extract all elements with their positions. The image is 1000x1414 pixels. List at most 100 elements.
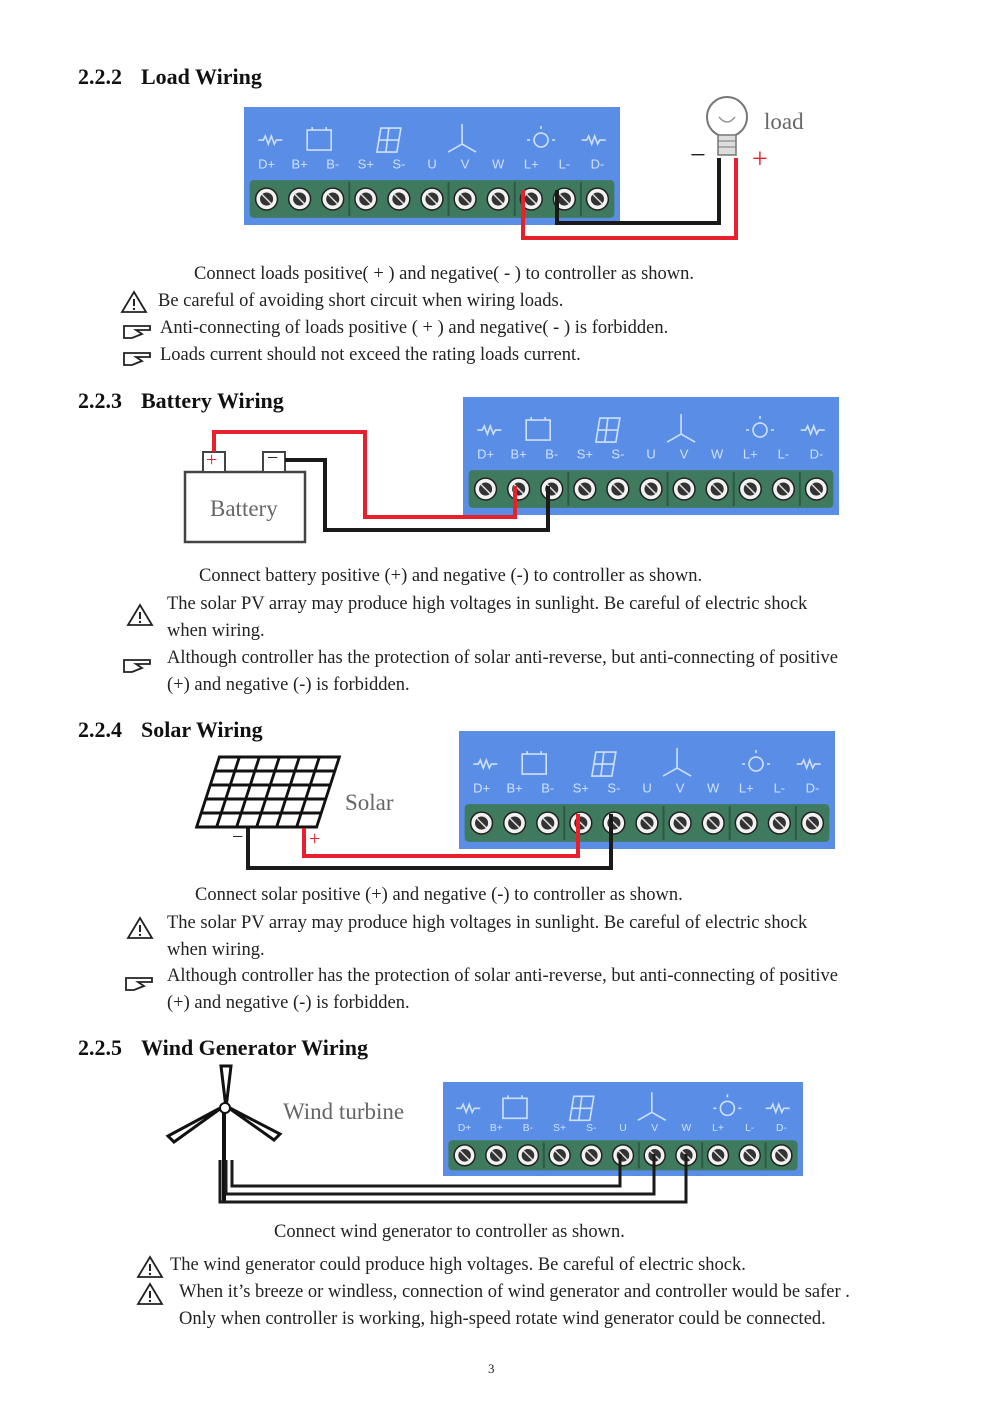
screw-terminal[interactable]: [573, 477, 597, 501]
lamp-icon: [527, 126, 556, 148]
section-title: Battery Wiring: [141, 388, 284, 413]
lamp-icon: [742, 750, 771, 772]
solar-wiring-diagram: [194, 755, 613, 870]
screw-terminal[interactable]: [486, 187, 510, 211]
note-line: Although controller has the protection o…: [167, 966, 838, 986]
solar-label: Solar: [345, 790, 394, 815]
screw-terminal[interactable]: [420, 187, 444, 211]
screw-terminal[interactable]: [519, 187, 543, 211]
resistor-icon: [796, 757, 821, 771]
warning-icon: [136, 1282, 164, 1305]
note-line: Be careful of avoiding short circuit whe…: [158, 291, 564, 311]
terminal-label: S+: [573, 780, 589, 795]
screw-terminal[interactable]: [354, 187, 378, 211]
screw-terminal[interactable]: [502, 811, 527, 835]
battery-icon: [502, 1095, 528, 1120]
screw-terminal[interactable]: [705, 477, 729, 501]
screw-terminal[interactable]: [387, 187, 411, 211]
terminal-label: S+: [553, 1123, 566, 1134]
screw-terminal[interactable]: [767, 811, 792, 835]
resistor-icon: [456, 1102, 481, 1115]
screw-terminal[interactable]: [548, 1144, 571, 1167]
terminal-label: S-: [611, 446, 624, 461]
screw-terminal[interactable]: [287, 187, 312, 211]
screw-terminal[interactable]: [606, 477, 630, 501]
battery-negative-sign: −: [267, 447, 279, 469]
section-title: Solar Wiring: [141, 717, 263, 742]
warning-icon: [136, 1255, 164, 1278]
terminal-label: B+: [292, 156, 308, 171]
terminal-label: L-: [559, 156, 571, 171]
terminal-label: V: [461, 156, 470, 171]
resistor-icon: [258, 133, 283, 147]
screw-terminal[interactable]: [611, 1144, 635, 1167]
lamp-icon: [713, 1094, 742, 1117]
terminal-label: W: [711, 446, 724, 461]
resistor-icon: [477, 423, 502, 437]
terminal-label: V: [651, 1123, 658, 1134]
screw-terminal[interactable]: [639, 477, 663, 501]
screw-terminal[interactable]: [635, 811, 659, 835]
battery-positive-sign: +: [206, 449, 218, 471]
solar-intro-text: Connect solar positive (+) and negative …: [195, 885, 683, 905]
terminal-label: D+: [477, 446, 494, 461]
screw-terminal[interactable]: [485, 1144, 508, 1167]
pointing-hand-icon: [125, 977, 153, 991]
load-negative-sign: −: [690, 140, 706, 171]
pointing-hand-icon: [123, 659, 151, 673]
resistor-icon: [581, 133, 606, 147]
screw-terminal[interactable]: [473, 477, 498, 501]
note-line: when wiring.: [167, 940, 265, 960]
screw-terminal[interactable]: [706, 1144, 730, 1167]
note-line: Although controller has the protection o…: [167, 648, 838, 668]
screw-terminal[interactable]: [738, 1144, 761, 1167]
screw-terminal[interactable]: [536, 811, 560, 835]
terminal-label: L+: [739, 780, 754, 795]
load-positive-sign: +: [752, 144, 768, 175]
screw-terminal[interactable]: [800, 811, 825, 835]
terminal-label: U: [642, 780, 651, 795]
screw-terminal[interactable]: [738, 477, 762, 501]
terminal-label: U: [619, 1123, 626, 1134]
terminal-label: D+: [473, 780, 490, 795]
battery-icon: [525, 417, 552, 441]
battery-wiring-diagram: [183, 430, 550, 544]
wind-intro-text: Connect wind generator to controller as …: [274, 1222, 625, 1242]
load-wires: [521, 158, 738, 240]
screw-terminal[interactable]: [516, 1144, 540, 1167]
screw-terminal[interactable]: [771, 477, 796, 501]
screw-terminal[interactable]: [469, 811, 494, 835]
screw-terminal[interactable]: [672, 477, 696, 501]
solar-panel-icon: [568, 1095, 595, 1122]
terminal-label: B-: [541, 780, 554, 795]
terminal-label: D-: [591, 156, 605, 171]
terminal-label: D+: [458, 1123, 472, 1134]
wind-turbine-icon: [637, 1092, 667, 1122]
wind-turbine-icon: [447, 124, 477, 153]
screw-terminal[interactable]: [701, 811, 725, 835]
screw-terminal[interactable]: [453, 187, 477, 211]
screw-terminal[interactable]: [770, 1144, 793, 1167]
note-line: Anti-connecting of loads positive ( + ) …: [160, 318, 669, 338]
terminal-label: B+: [490, 1123, 503, 1134]
screw-terminal[interactable]: [585, 187, 610, 211]
battery-icon: [306, 127, 333, 151]
screw-terminal[interactable]: [668, 811, 692, 835]
page-number: 3: [488, 1361, 495, 1376]
battery-icon: [521, 751, 548, 775]
screw-terminal[interactable]: [734, 811, 758, 835]
warning-icon: [126, 916, 154, 939]
screw-terminal[interactable]: [321, 187, 345, 211]
screw-terminal[interactable]: [804, 477, 829, 501]
screw-terminal[interactable]: [453, 1144, 476, 1167]
note-line: when wiring.: [167, 621, 265, 641]
note-line: The wind generator could produce high vo…: [170, 1255, 746, 1275]
section-number: 2.2.2: [78, 64, 122, 89]
screw-terminal[interactable]: [580, 1144, 603, 1167]
screw-terminal[interactable]: [254, 187, 279, 211]
